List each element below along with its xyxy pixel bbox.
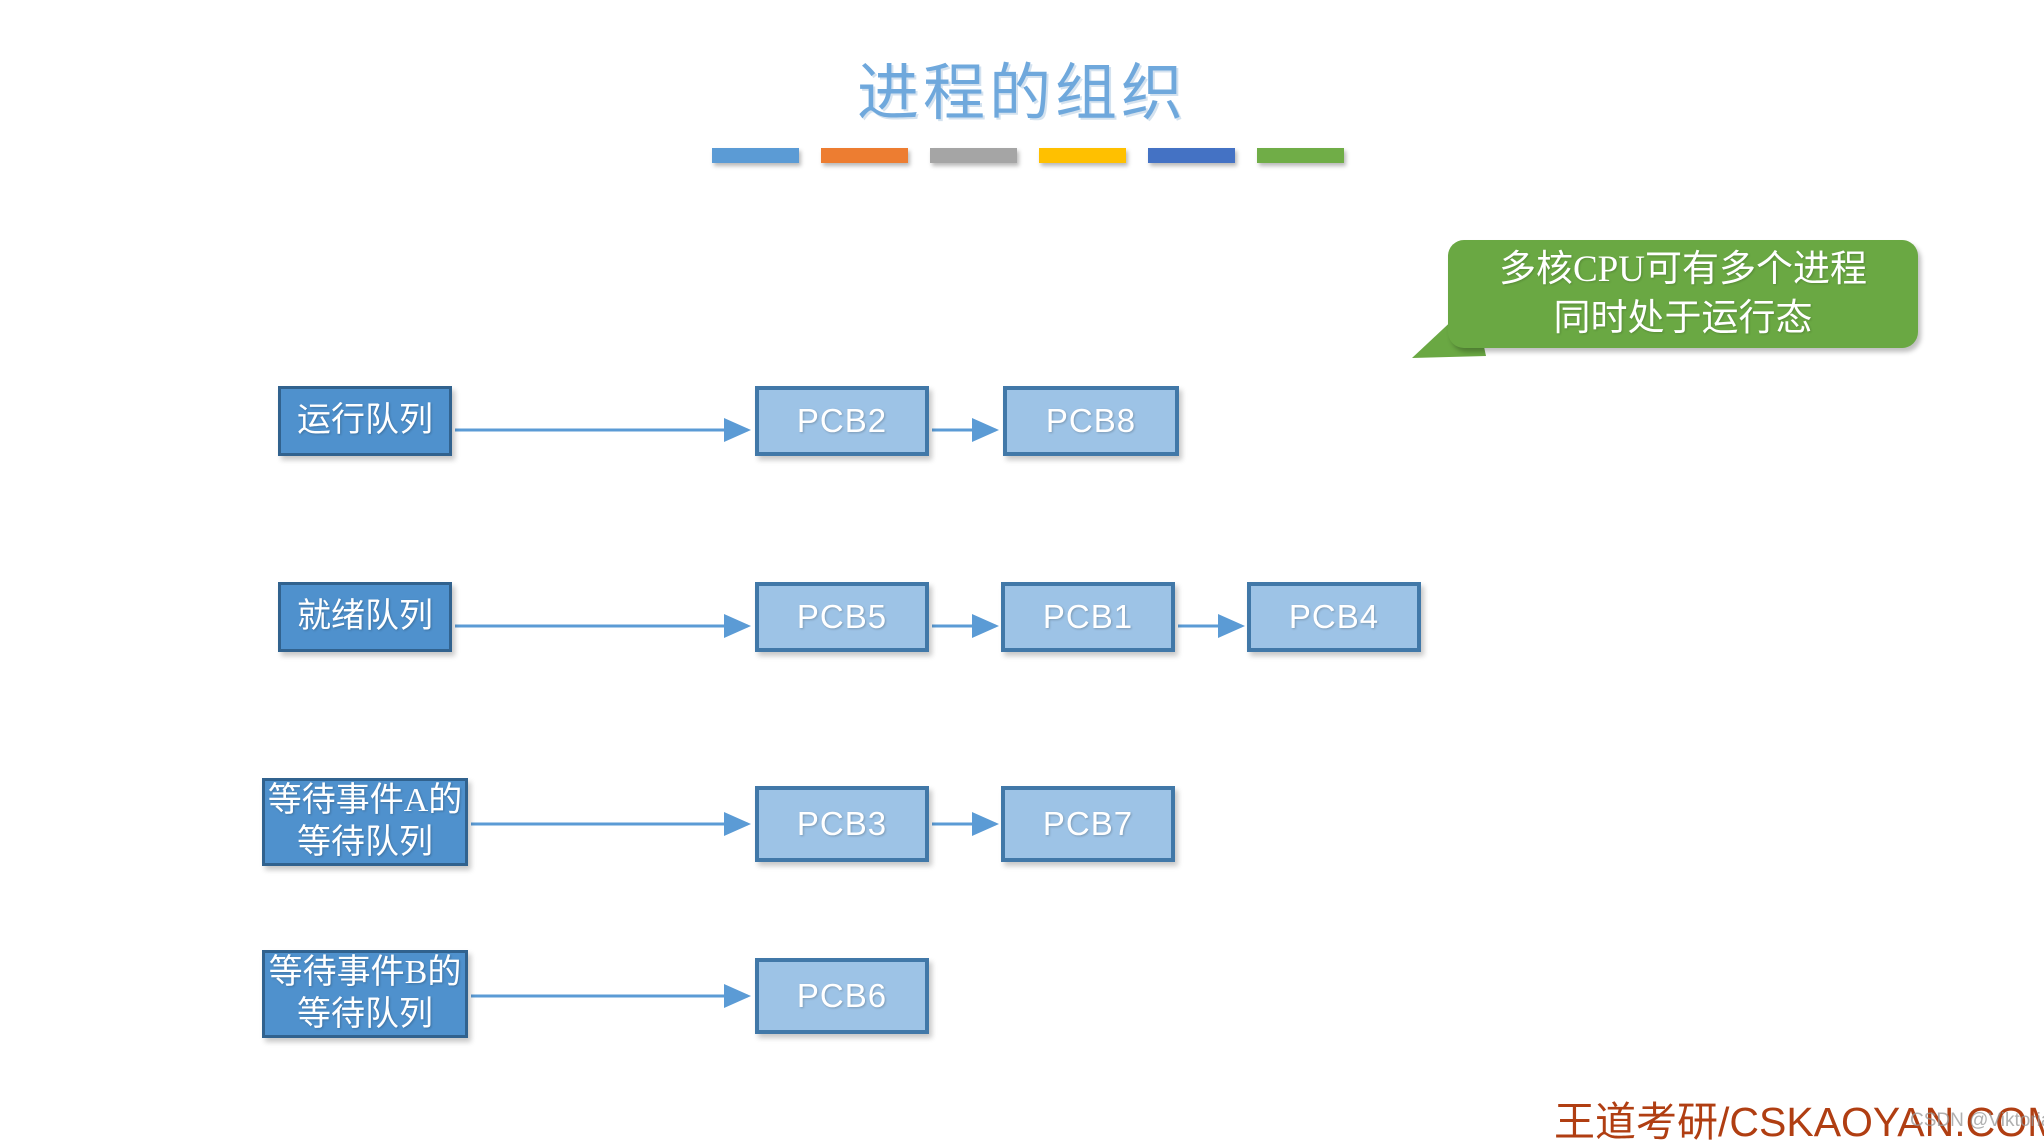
watermark-text: 王道考研/CSKAOYAN.COM <box>1554 1099 2044 1145</box>
pcb-box-pcb4[interactable]: PCB4 <box>1247 582 1421 652</box>
accent-bar-blue <box>712 148 799 163</box>
pcb-box-pcb8[interactable]: PCB8 <box>1003 386 1179 456</box>
page-title: 进程的组织 <box>856 60 1187 128</box>
pcb-label: PCB5 <box>796 598 888 635</box>
accent-bar-group <box>712 148 1344 166</box>
accent-bar-gray <box>930 148 1017 163</box>
queue-label-line-2: 等待队列 <box>297 824 433 861</box>
pcb-label: PCB1 <box>1042 598 1134 635</box>
watermark-overlay-text: CSDN @Viktoriae <box>1910 1110 2044 1131</box>
queue-box-ready[interactable]: 就绪队列 <box>278 582 452 652</box>
queue-label-line-1: 运行队列 <box>297 402 433 439</box>
queue-label-line-1: 等待事件B的 <box>268 954 462 991</box>
pcb-label: PCB3 <box>796 805 888 842</box>
callout-line-2: 同时处于运行态 <box>1553 298 1813 339</box>
queue-label-line-1: 就绪队列 <box>297 598 433 635</box>
accent-bar-green <box>1257 148 1344 163</box>
queue-box-wait-event-b[interactable]: 等待事件B的 等待队列 <box>262 950 468 1038</box>
pcb-label: PCB6 <box>796 977 888 1014</box>
pcb-box-pcb2[interactable]: PCB2 <box>755 386 929 456</box>
callout-line-1: 多核CPU可有多个进程 <box>1499 249 1867 290</box>
pcb-box-pcb1[interactable]: PCB1 <box>1001 582 1175 652</box>
queue-label-line-1: 等待事件A的 <box>267 782 463 819</box>
pcb-box-pcb5[interactable]: PCB5 <box>755 582 929 652</box>
pcb-label: PCB2 <box>796 402 888 439</box>
accent-bar-yellow <box>1039 148 1126 163</box>
queue-label-line-2: 等待队列 <box>297 996 433 1033</box>
callout-bubble: 多核CPU可有多个进程 同时处于运行态 <box>1448 240 1918 348</box>
queue-box-wait-event-a[interactable]: 等待事件A的 等待队列 <box>262 778 468 866</box>
pcb-box-pcb7[interactable]: PCB7 <box>1001 786 1175 862</box>
accent-bar-navy <box>1148 148 1235 163</box>
pcb-label: PCB7 <box>1042 805 1134 842</box>
pcb-box-pcb6[interactable]: PCB6 <box>755 958 929 1034</box>
pcb-box-pcb3[interactable]: PCB3 <box>755 786 929 862</box>
accent-bar-orange <box>821 148 908 163</box>
pcb-label: PCB8 <box>1045 402 1137 439</box>
queue-box-running[interactable]: 运行队列 <box>278 386 452 456</box>
pcb-label: PCB4 <box>1288 598 1380 635</box>
